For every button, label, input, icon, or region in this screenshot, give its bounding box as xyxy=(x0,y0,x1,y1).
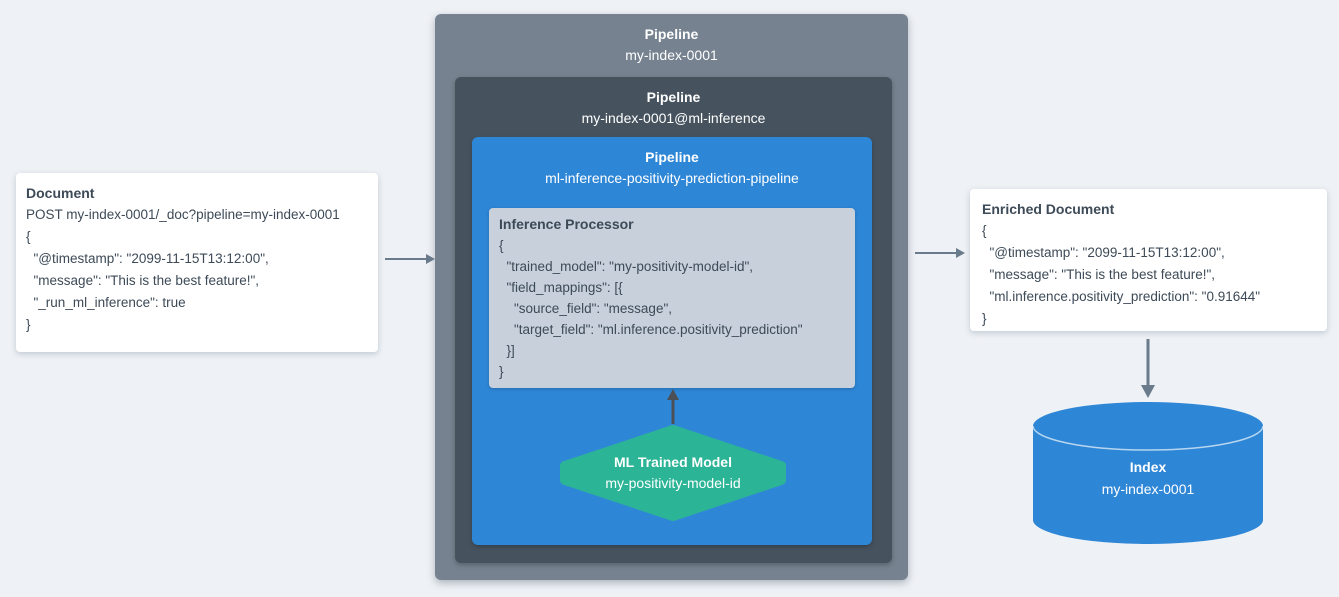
pipeline-outer-box: Pipeline my-index-0001 Pipeline my-index… xyxy=(435,14,908,580)
pipeline-ml-label: Pipeline xyxy=(645,149,699,165)
inference-processor-title: Inference Processor xyxy=(499,216,634,232)
arrow-right-icon xyxy=(915,248,965,258)
document-code-line: { xyxy=(26,229,31,244)
ml-model-name: my-positivity-model-id xyxy=(605,475,741,491)
arrow-down-icon xyxy=(1141,339,1155,398)
index-cylinder: Index my-index-0001 xyxy=(1033,402,1263,544)
pipeline-inner-label: Pipeline xyxy=(646,89,701,105)
cylinder-shape-icon xyxy=(1033,402,1263,544)
pipeline-ml-header: Pipeline ml-inference-positivity-predict… xyxy=(472,137,872,189)
enriched-code-line: "ml.inference.positivity_prediction": "0… xyxy=(982,289,1261,304)
document-code-line: "_run_ml_inference": true xyxy=(26,295,186,310)
arrow-right-icon xyxy=(385,254,435,264)
ml-model-labels: ML Trained Model my-positivity-model-id xyxy=(560,425,786,521)
enriched-code-line: } xyxy=(982,311,987,326)
pipeline-inner-name: my-index-0001@ml-inference xyxy=(581,110,766,126)
document-card-title: Document xyxy=(26,185,95,201)
ml-trained-model-hexagon: ML Trained Model my-positivity-model-id xyxy=(560,425,786,521)
arrow-up-icon xyxy=(667,389,679,424)
pipeline-outer-header: Pipeline my-index-0001 xyxy=(435,14,908,66)
inference-processor-code-line: "field_mappings": [{ xyxy=(499,280,623,295)
inference-processor-code-line: "target_field": "ml.inference.positivity… xyxy=(499,322,803,337)
inference-processor-box: Inference Processor { "trained_model": "… xyxy=(489,208,855,388)
document-code-line: "@timestamp": "2099-11-15T13:12:00", xyxy=(26,251,269,266)
inference-processor-code-line: "source_field": "message", xyxy=(499,301,672,316)
enriched-document-card: Enriched Document { "@timestamp": "2099-… xyxy=(970,189,1327,331)
ml-model-title: ML Trained Model xyxy=(614,454,732,470)
index-label: Index xyxy=(1129,459,1167,475)
inference-processor-code-line: "trained_model": "my-positivity-model-id… xyxy=(499,259,754,274)
enriched-document-title: Enriched Document xyxy=(982,201,1115,217)
document-code-line: } xyxy=(26,317,31,332)
index-name: my-index-0001 xyxy=(1101,481,1195,497)
enriched-code-line: "@timestamp": "2099-11-15T13:12:00", xyxy=(982,245,1225,260)
document-card: Document POST my-index-0001/_doc?pipelin… xyxy=(16,173,378,352)
enriched-code-line: { xyxy=(982,223,987,238)
hexagon-shape-icon xyxy=(560,425,786,521)
pipeline-outer-name: my-index-0001 xyxy=(625,47,718,63)
pipeline-outer-label: Pipeline xyxy=(644,26,699,42)
pipeline-ml-name: ml-inference-positivity-prediction-pipel… xyxy=(545,170,799,186)
inference-processor-code-line: }] xyxy=(499,343,515,358)
document-code-line: "message": "This is the best feature!", xyxy=(26,273,260,288)
pipeline-inner-box: Pipeline my-index-0001@ml-inference Pipe… xyxy=(455,77,892,563)
pipeline-inner-header: Pipeline my-index-0001@ml-inference xyxy=(455,77,892,129)
inference-processor-code-line: } xyxy=(499,364,504,379)
index-labels: Index my-index-0001 xyxy=(1033,456,1263,500)
document-code-line: POST my-index-0001/_doc?pipeline=my-inde… xyxy=(26,207,340,222)
enriched-code-line: "message": "This is the best feature!", xyxy=(982,267,1216,282)
pipeline-ml-box: Pipeline ml-inference-positivity-predict… xyxy=(472,137,872,545)
inference-processor-code-line: { xyxy=(499,238,504,253)
